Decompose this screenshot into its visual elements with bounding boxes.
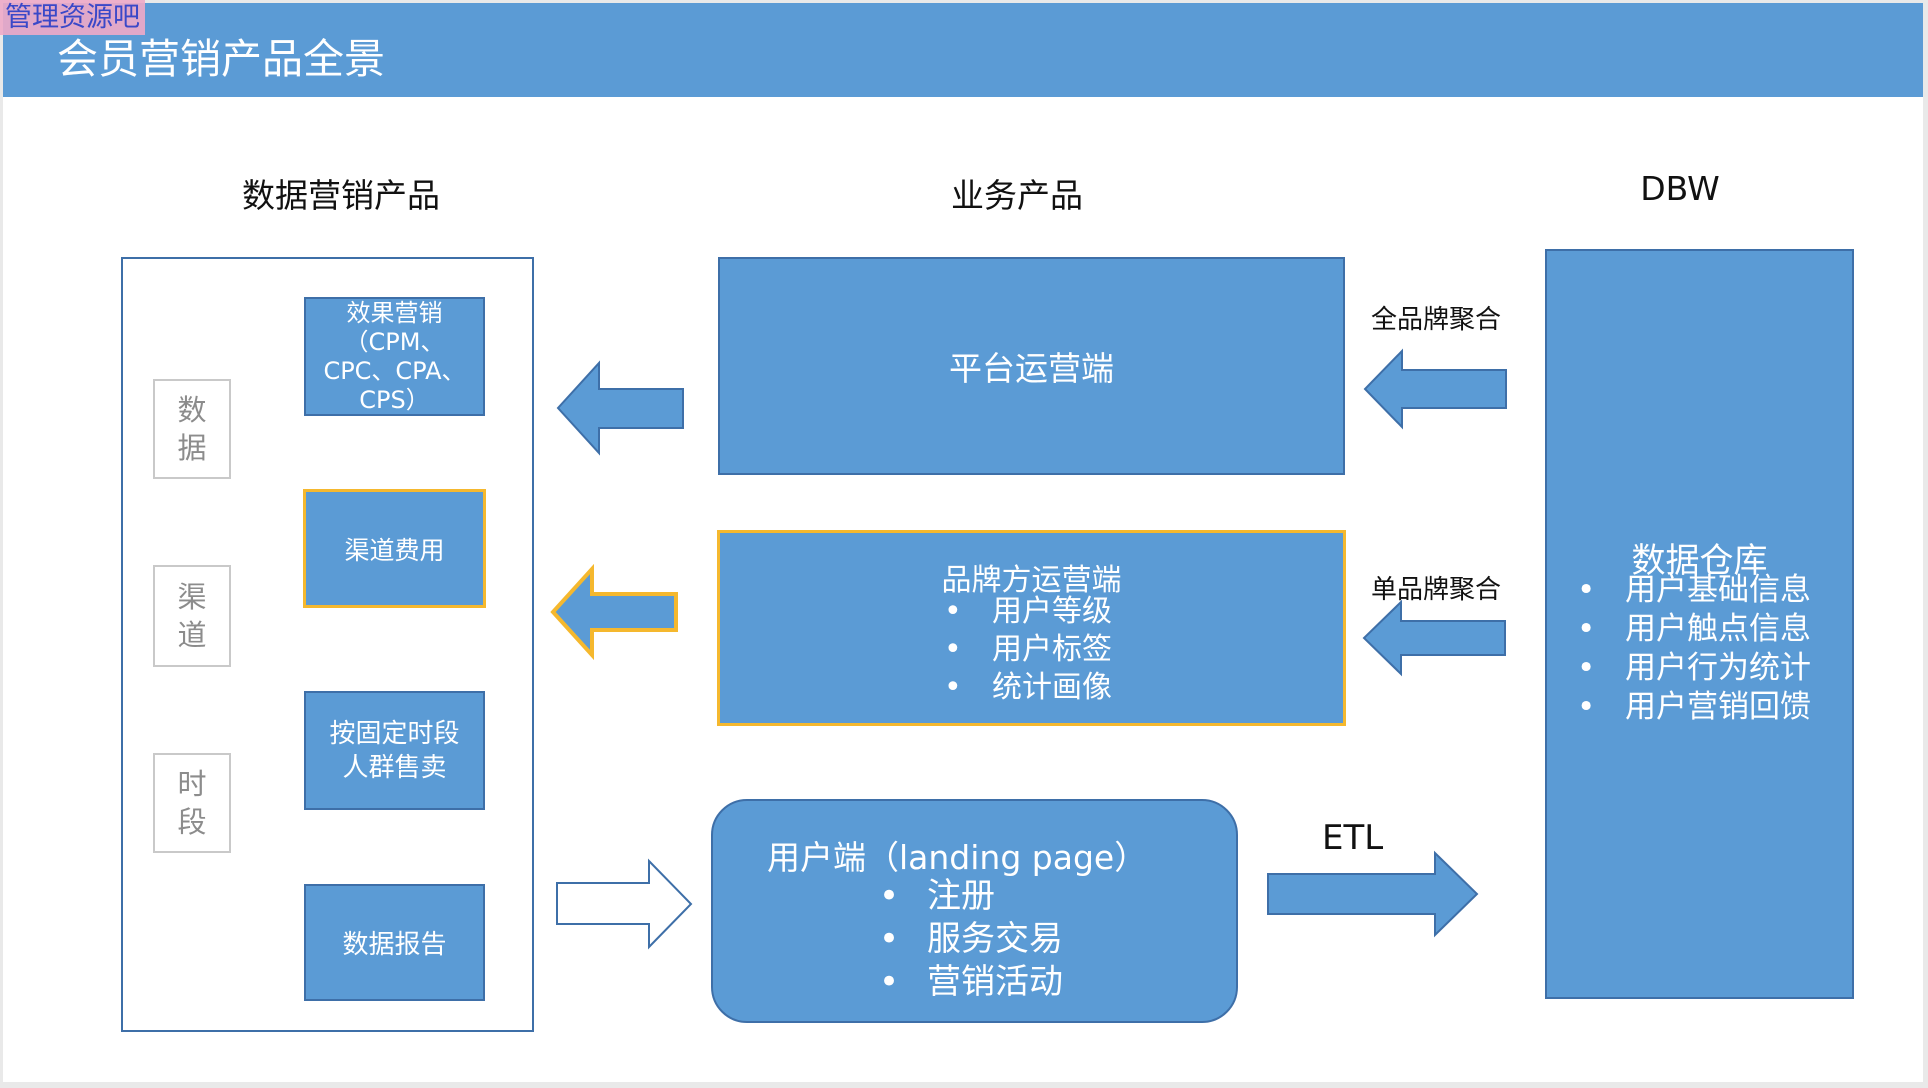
- user-end-title: 用户端（landing page）: [767, 838, 1148, 877]
- list-item: 用户行为统计: [1577, 649, 1811, 688]
- list-item: 用户基础信息: [1577, 571, 1811, 610]
- column-title-data-marketing: 数据营销产品: [242, 176, 440, 215]
- all-brand-aggregation-label: 全品牌聚合: [1371, 305, 1502, 335]
- product-line: 渠道费用: [344, 535, 445, 565]
- list-item: 用户触点信息: [1577, 610, 1811, 649]
- user-end-list: 注册 服务交易 营销活动: [879, 875, 1063, 1004]
- left-arrow-icon: [1363, 348, 1507, 430]
- list-item: 营销活动: [879, 961, 1063, 1004]
- product-line: 人群售卖: [342, 752, 447, 783]
- product-line: 按固定时段: [329, 718, 460, 749]
- label-char: 渠: [177, 580, 207, 614]
- brand-ops-list: 用户等级 用户标签 统计画像: [944, 593, 1112, 707]
- label-char: 时: [177, 767, 207, 801]
- left-arrow-icon: [556, 360, 684, 456]
- etl-label: ETL: [1322, 818, 1384, 858]
- product-line: 数据报告: [342, 930, 447, 960]
- left-arrow-icon: [550, 563, 678, 661]
- brand-ops-box[interactable]: 品牌方运营端 用户等级 用户标签 统计画像: [717, 530, 1346, 726]
- label-char: 道: [177, 618, 207, 652]
- list-item: 用户营销回馈: [1577, 688, 1811, 727]
- product-timeslot-audience[interactable]: 按固定时段 人群售卖: [304, 691, 485, 810]
- label-channel: 渠 道: [153, 565, 231, 667]
- left-arrow-icon: [1362, 599, 1506, 677]
- product-channel-fee[interactable]: 渠道费用: [303, 489, 486, 608]
- user-end-box[interactable]: 用户端（landing page） 注册 服务交易 营销活动: [711, 799, 1238, 1023]
- list-item: 用户标签: [944, 631, 1112, 669]
- slide: 会员营销产品全景 数据营销产品 业务产品 DBW 数 据 渠 道 时 段 效果: [3, 3, 1923, 1082]
- page-title: 会员营销产品全景: [57, 35, 385, 83]
- watermark: 管理资源吧: [0, 0, 145, 35]
- label-char: 数: [177, 393, 207, 427]
- product-line: CPS）: [359, 385, 430, 414]
- single-brand-aggregation-label: 单品牌聚合: [1371, 575, 1502, 605]
- label-timeslot: 时 段: [153, 753, 231, 853]
- data-marketing-panel: 数 据 渠 道 时 段 效果营销 （CPM、 CPC、CPA、 CPS）: [121, 257, 534, 1032]
- data-warehouse-box[interactable]: 数据仓库 用户基础信息 用户触点信息 用户行为统计 用户营销回馈: [1545, 249, 1854, 999]
- right-arrow-outline-icon: [556, 858, 693, 950]
- right-arrow-icon: [1267, 850, 1479, 938]
- platform-ops-label: 平台运营端: [949, 349, 1114, 388]
- product-line: CPC、CPA、: [323, 356, 466, 385]
- label-char: 据: [177, 431, 207, 465]
- platform-ops-box[interactable]: 平台运营端: [718, 257, 1345, 475]
- label-char: 段: [177, 805, 207, 839]
- list-item: 用户等级: [944, 593, 1112, 631]
- product-performance-marketing[interactable]: 效果营销 （CPM、 CPC、CPA、 CPS）: [304, 297, 485, 416]
- list-item: 服务交易: [879, 918, 1063, 961]
- label-data: 数 据: [153, 379, 231, 479]
- list-item: 注册: [879, 875, 1063, 918]
- column-title-business: 业务产品: [951, 176, 1083, 215]
- product-data-report[interactable]: 数据报告: [304, 884, 485, 1001]
- list-item: 统计画像: [944, 669, 1112, 707]
- title-banner: 会员营销产品全景: [3, 3, 1923, 97]
- column-title-dbw: DBW: [1640, 169, 1720, 208]
- arrows-layer: [550, 348, 1507, 950]
- warehouse-list: 用户基础信息 用户触点信息 用户行为统计 用户营销回馈: [1577, 571, 1811, 727]
- product-line: 效果营销: [346, 298, 443, 327]
- product-line: （CPM、: [344, 327, 445, 356]
